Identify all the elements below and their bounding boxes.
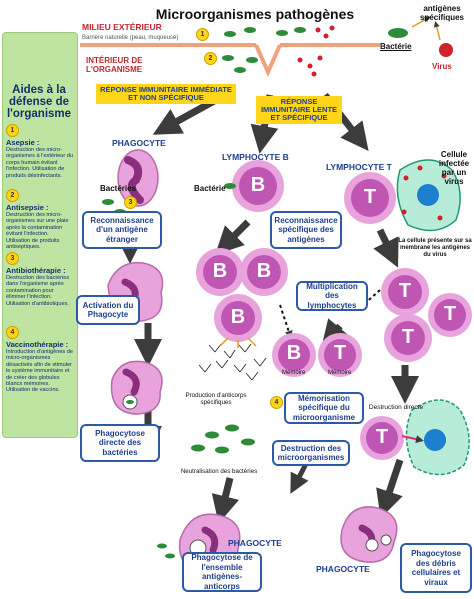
phagocyte-cell-3 bbox=[110, 360, 163, 415]
letter-b-memoire: B bbox=[286, 342, 302, 364]
lymphocyte-t-multiplied bbox=[318, 268, 472, 460]
sidebar-number-3: 3 bbox=[6, 252, 19, 265]
bacteries-label: Bactéries bbox=[100, 184, 137, 193]
letter-b-main: B bbox=[250, 174, 266, 196]
sidebar-head-3: Antibiothérapie : bbox=[6, 266, 66, 275]
antigenes-line-1: antigènes bbox=[423, 4, 461, 13]
lymphocyte-t-label: LYMPHOCYTE T bbox=[326, 162, 392, 172]
virus-top-label: Virus bbox=[432, 62, 452, 71]
box-multiplication: Multiplication des lymphocytes bbox=[296, 281, 368, 311]
antigenes-label: antigènes spécifiques bbox=[414, 4, 470, 22]
phagocyte-cell-right bbox=[340, 506, 398, 563]
letter-t-2: T bbox=[443, 303, 457, 325]
bacterie-top-label: Bactérie bbox=[380, 42, 412, 51]
interieur-line-2: L'ORGANISME bbox=[86, 65, 143, 74]
banner-immediate: RÉPONSE IMMUNITAIRE IMMÉDIATE ET NON SPÉ… bbox=[96, 84, 236, 104]
box-reconnaissance-antigene: Reconnaissance d'un antigène étranger bbox=[82, 211, 162, 249]
sidebar-text-2: Destruction des micro-organismes sur une… bbox=[6, 212, 69, 251]
phagocyte-bottom-label: PHAGOCYTE bbox=[228, 538, 282, 548]
sidebar-text-1: Destruction des micro-organismes à l'ext… bbox=[6, 147, 73, 179]
memorisation-number-4: 4 bbox=[270, 396, 283, 409]
infected-cell bbox=[396, 159, 461, 232]
phagocyte-bottom-right-label: PHAGOCYTE bbox=[316, 564, 370, 574]
box-phagocytose-directe: Phagocytose directe des bactéries bbox=[80, 424, 160, 462]
infected-cell-destroyed bbox=[401, 399, 470, 476]
letter-b-2: B bbox=[256, 260, 272, 282]
sidebar-text-4: Introduction d'antigènes de micro-organi… bbox=[6, 349, 73, 394]
bacteries-number-3: 3 bbox=[124, 196, 137, 209]
phagocyte-label: PHAGOCYTE bbox=[112, 138, 166, 148]
interieur-label: INTÉRIEUR DE L'ORGANISME bbox=[86, 56, 142, 74]
lymphocyte-b-multiplied bbox=[196, 248, 316, 377]
cellule-infectee-label: Cellule infectée par un virus bbox=[434, 150, 474, 186]
antibodies bbox=[198, 337, 267, 381]
box-phagocytose-debris: Phagocytose des débris cellulaires et vi… bbox=[400, 543, 472, 593]
banner-specific: RÉPONSE IMMUNITAIRE LENTE ET SPÉCIFIQUE bbox=[256, 96, 342, 124]
letter-b-1: B bbox=[212, 260, 228, 282]
barrier-number-1: 1 bbox=[196, 28, 209, 41]
interieur-line-1: INTÉRIEUR DE bbox=[86, 56, 143, 65]
barrier-number-2: 2 bbox=[204, 52, 217, 65]
milieu-exterieur-label: MILIEU EXTÉRIEUR bbox=[82, 22, 162, 32]
antigen-legend bbox=[388, 16, 453, 57]
letter-t-main: T bbox=[363, 186, 377, 208]
lymphocyte-b-label: LYMPHOCYTE B bbox=[222, 152, 289, 162]
cellule-infectee-line-2: infectée bbox=[438, 159, 470, 168]
sidebar-head-1: Asepsie : bbox=[6, 138, 40, 147]
sidebar-number-2: 2 bbox=[6, 189, 19, 202]
letter-t-1: T bbox=[398, 280, 412, 302]
sidebar-number-1: 1 bbox=[6, 124, 19, 137]
dotted-arrows bbox=[279, 289, 381, 339]
page-title: Microorganismes pathogènes bbox=[155, 6, 355, 22]
box-reconnaissance-specifique: Reconnaissance spécifique des antigènes bbox=[270, 211, 342, 249]
sidebar-head-4: Vaccinothérapie : bbox=[6, 340, 69, 349]
production-anticorps-label: Production d'anticorps spécifiques bbox=[185, 392, 247, 406]
cellule-infectee-line-3: par un bbox=[441, 168, 467, 177]
box-activation: Activation du Phagocyte bbox=[76, 295, 140, 325]
sidebar-number-4: 4 bbox=[6, 326, 19, 339]
cellule-infectee-line-1: Cellule bbox=[440, 150, 468, 159]
box-phagocytose-ensemble: Phagocytose de l'ensemble antigènes-anti… bbox=[182, 552, 262, 592]
microbes-outside bbox=[224, 25, 335, 39]
box-destruction-micro: Destruction des microorganismes bbox=[272, 440, 350, 466]
antigenes-line-2: spécifiques bbox=[419, 13, 464, 22]
cellule-presente-text: La cellule présente sur sa membrane les … bbox=[398, 238, 472, 258]
barrier-line bbox=[80, 43, 380, 77]
phagocyte-cell-1 bbox=[117, 149, 159, 207]
lymphocyte-t-cell bbox=[344, 172, 396, 224]
memoire-b-label: Mémoire bbox=[282, 370, 306, 376]
letter-t-memoire: T bbox=[333, 342, 347, 364]
lymphocyte-b-cell bbox=[224, 160, 284, 212]
box-memorisation: Mémorisation spécifique du microorganism… bbox=[284, 392, 364, 424]
sidebar-text-3: Destruction des bactéries dans l'organis… bbox=[6, 275, 70, 307]
neutralisation-label: Neutralisation des bactéries bbox=[180, 468, 258, 475]
sidebar-title: Aides à la défense de l'organisme bbox=[6, 84, 72, 120]
microbes-inside bbox=[222, 55, 323, 77]
cellule-infectee-line-4: virus bbox=[444, 177, 464, 186]
destruction-directe-label: Destruction directe bbox=[368, 404, 424, 411]
sidebar-panel bbox=[2, 32, 78, 438]
letter-b-3: B bbox=[230, 306, 246, 328]
memoire-t-label: Mémoire bbox=[328, 370, 352, 376]
sidebar-head-2: Antisepsie : bbox=[6, 203, 49, 212]
bacterie-b-label: Bactérie bbox=[194, 184, 226, 193]
letter-t-3: T bbox=[401, 326, 415, 348]
barriere-label: Barrière naturelle (peau, muqueuse) bbox=[82, 35, 179, 41]
neutralised-bacteria bbox=[191, 424, 255, 454]
letter-t-destroy: T bbox=[375, 426, 389, 448]
